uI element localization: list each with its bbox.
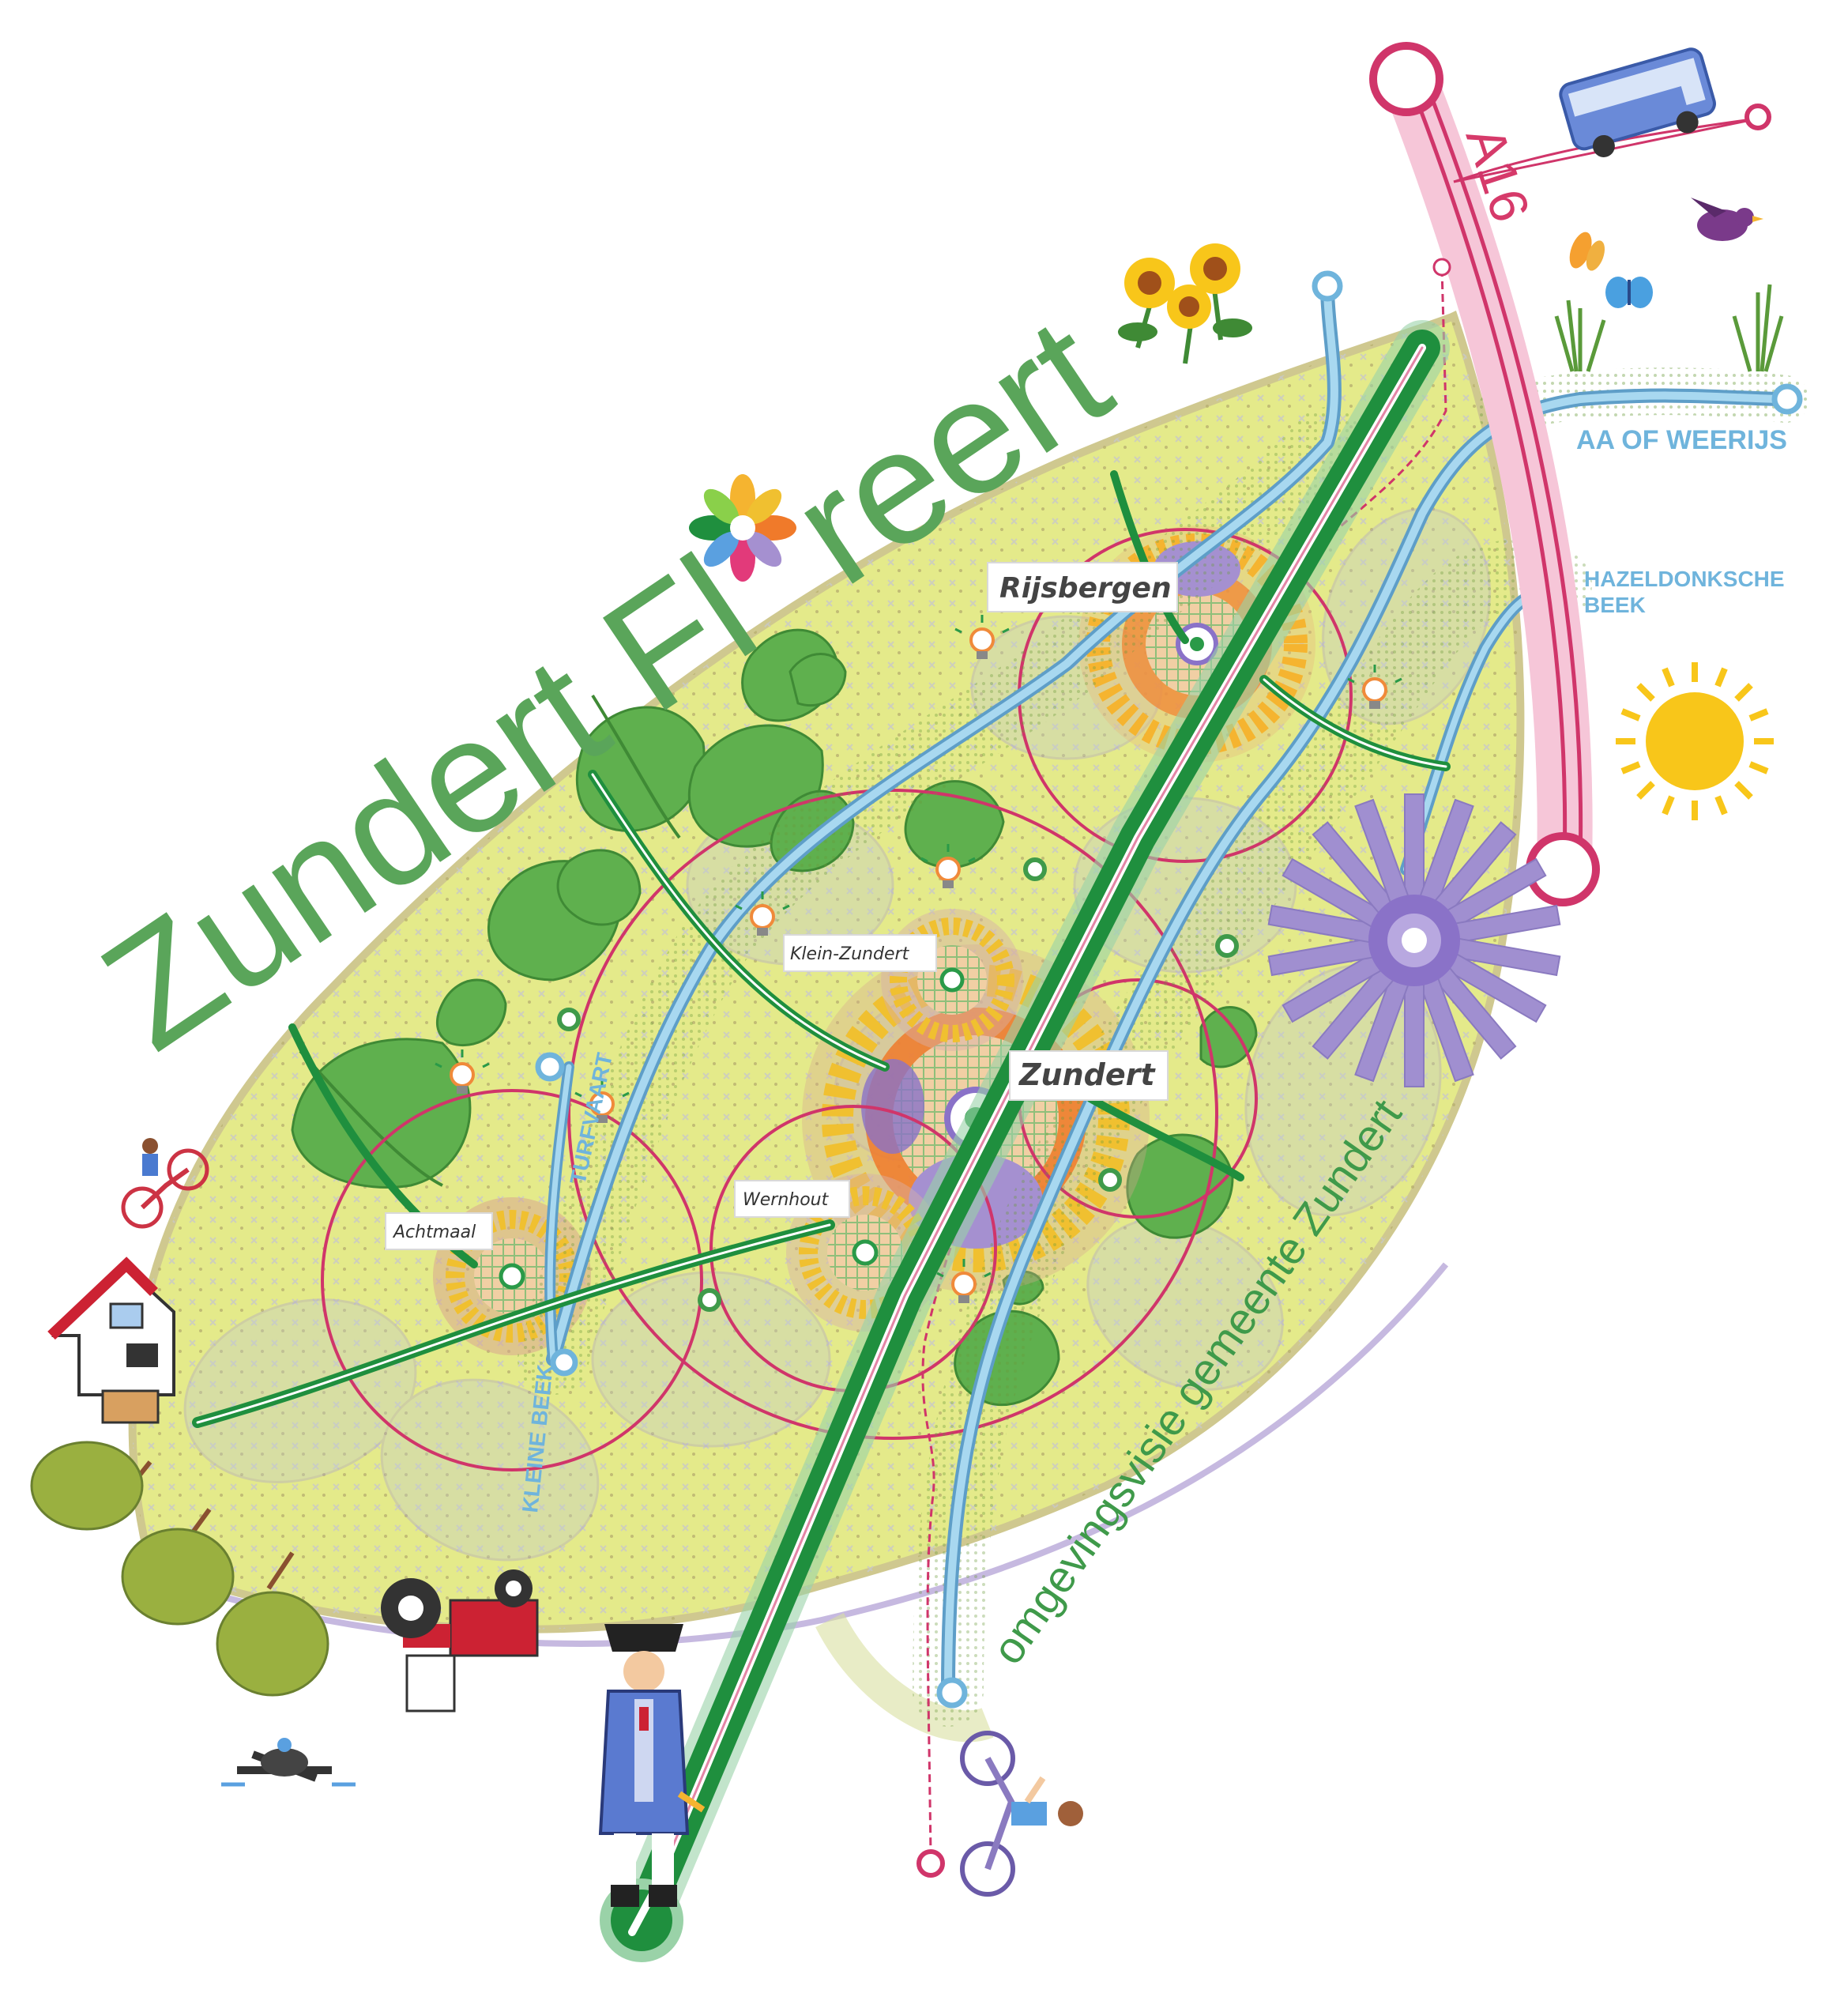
label-wernhout-text: Wernhout bbox=[743, 1190, 830, 1210]
klein-zundert-flower bbox=[881, 909, 1023, 1051]
river-label-aa-of-weerijs: AA OF WEERIJS bbox=[1576, 425, 1787, 455]
place-labels: Rijsbergen Klein-Zundert Zundert Wernhou… bbox=[385, 562, 1178, 1250]
windmill-icon bbox=[1267, 793, 1561, 1087]
bird-icon bbox=[1691, 198, 1763, 241]
napoleon-figure-icon bbox=[598, 1624, 706, 1907]
bus-icon bbox=[1559, 47, 1716, 157]
lightbulb-icon bbox=[920, 844, 976, 888]
network-nodes bbox=[557, 857, 1239, 1312]
lightbulb-icon bbox=[574, 1079, 630, 1123]
butterfly-icon bbox=[1569, 232, 1605, 271]
tractor-icon bbox=[381, 1569, 539, 1713]
flower-logo-icon bbox=[689, 474, 796, 582]
river-label-beek: BEEK bbox=[1584, 593, 1646, 617]
a16-road bbox=[1369, 42, 1600, 906]
label-klein-zundert-text: Klein-Zundert bbox=[790, 944, 910, 964]
rivers bbox=[518, 281, 1809, 1727]
drone-icon bbox=[221, 1738, 356, 1787]
label-wernhout: Wernhout bbox=[734, 1180, 850, 1218]
grass-icon bbox=[1554, 284, 1784, 372]
lightbulb-icon bbox=[936, 1259, 992, 1303]
lightbulb-icon bbox=[435, 1049, 490, 1094]
label-zundert-text: Zundert bbox=[1018, 1057, 1156, 1092]
cyclist-icon bbox=[960, 1731, 1083, 1897]
butterfly-icon bbox=[1605, 277, 1653, 308]
label-zundert: Zundert bbox=[1009, 1050, 1169, 1101]
cyclist-icon bbox=[121, 1138, 209, 1229]
lightbulb-icon bbox=[954, 615, 1010, 659]
label-klein-zundert: Klein-Zundert bbox=[783, 934, 937, 972]
label-rijsbergen-text: Rijsbergen bbox=[999, 572, 1172, 605]
lightbulbs bbox=[435, 615, 1402, 1303]
label-rijsbergen: Rijsbergen bbox=[987, 562, 1178, 612]
green-leaves bbox=[291, 628, 1258, 1407]
lightbulb-icon bbox=[1347, 665, 1402, 709]
lightbulb-icon bbox=[735, 891, 790, 936]
sunflower-icon bbox=[1118, 243, 1252, 364]
label-achtmaal-text: Achtmaal bbox=[392, 1223, 476, 1242]
tree-icon bbox=[30, 1441, 329, 1697]
river-label-hazeldonksche: HAZELDONKSCHE bbox=[1584, 567, 1785, 591]
sun-icon bbox=[1616, 662, 1774, 820]
house-icon bbox=[47, 1257, 175, 1424]
label-achtmaal: Achtmaal bbox=[385, 1212, 493, 1250]
